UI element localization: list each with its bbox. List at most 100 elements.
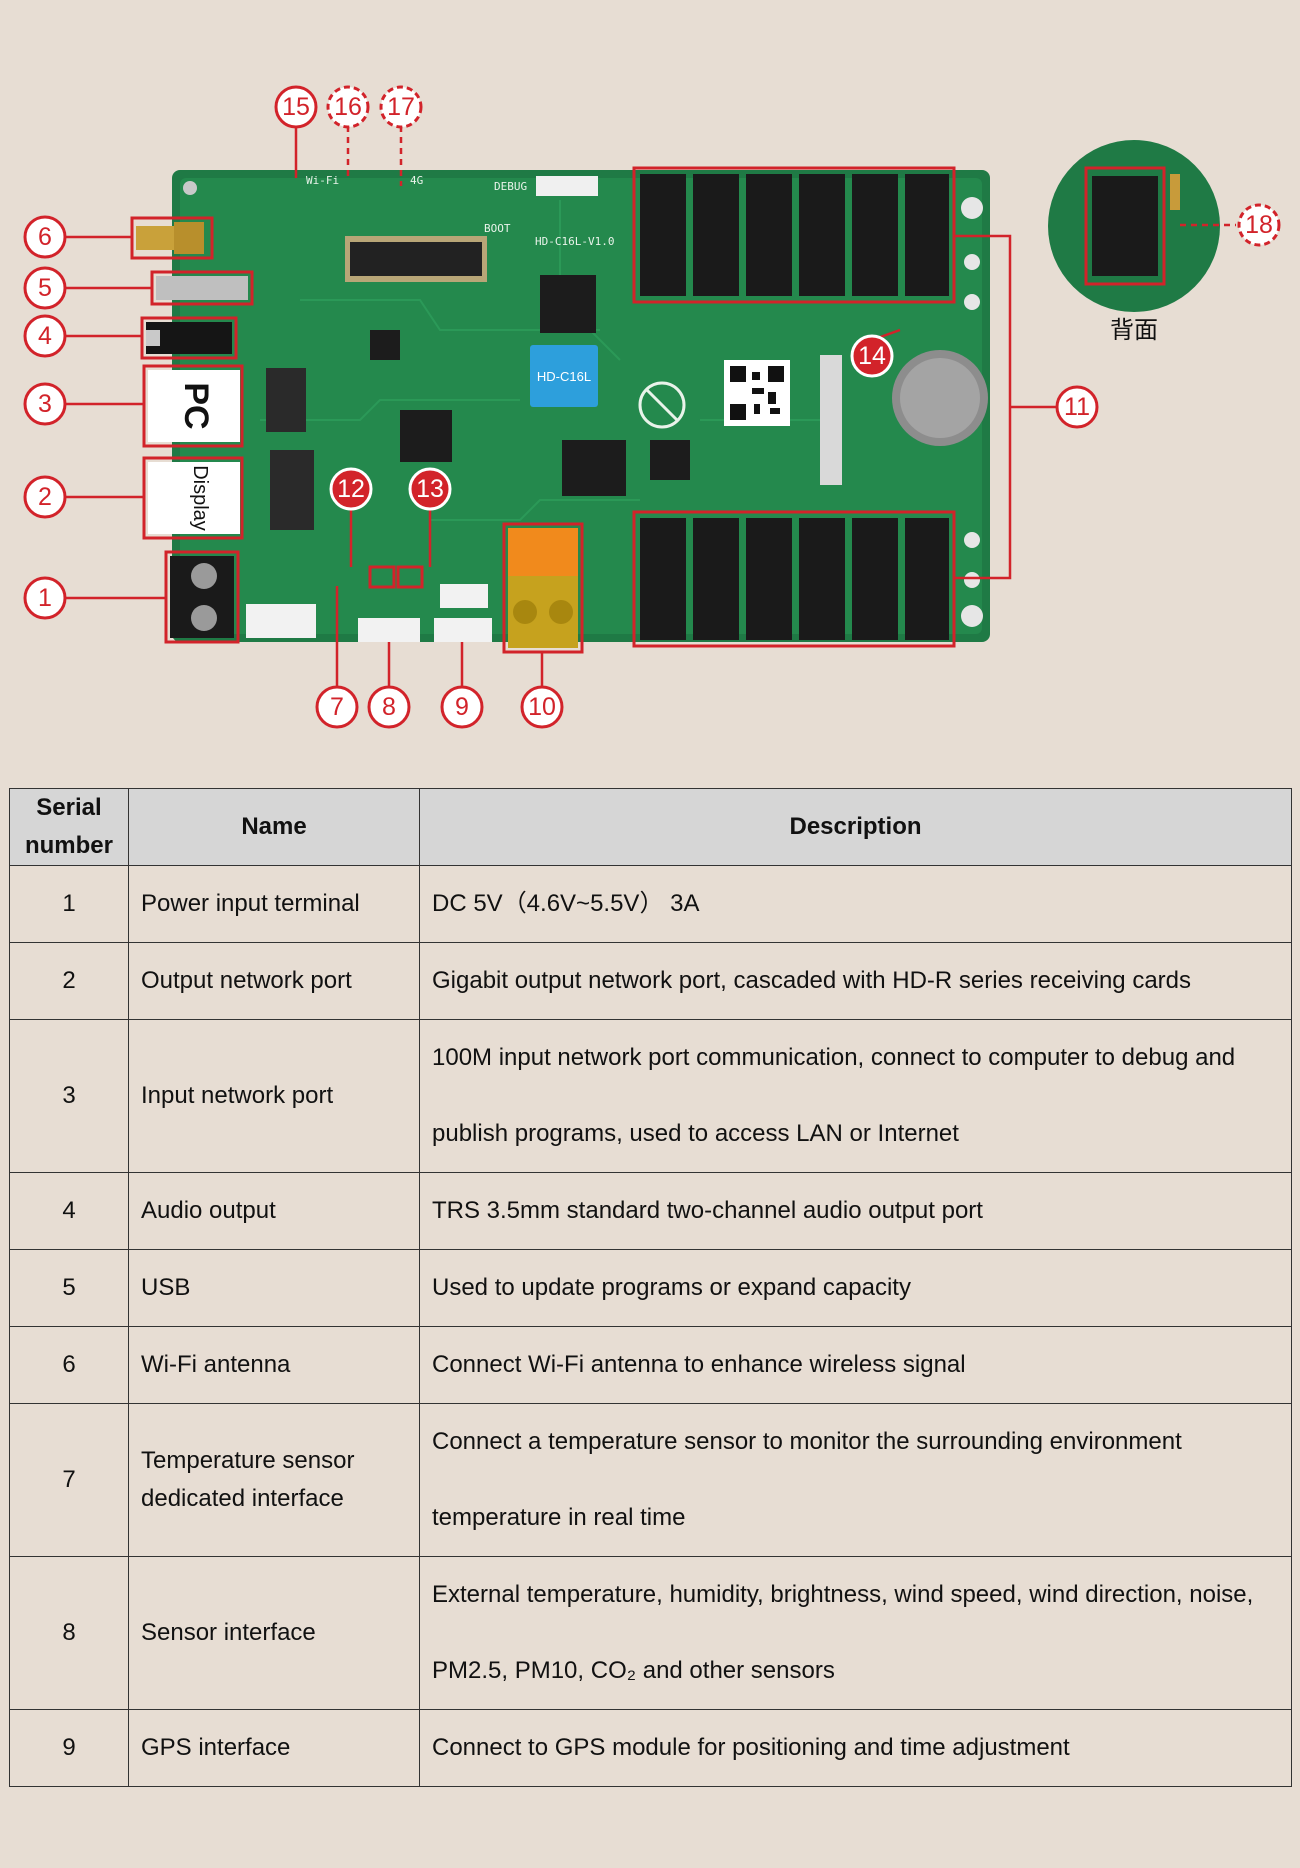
back-view-inset: 背面 <box>1048 140 1220 344</box>
svg-text:13: 13 <box>416 475 444 503</box>
cell-description: Connect to GPS module for positioning an… <box>419 1709 1292 1787</box>
callout-7: 7 <box>315 685 359 729</box>
board-diagram: HD-C16L HD-C16L-V1.0 Wi-Fi <box>23 85 1281 729</box>
cell-description: Connect a temperature sensor to monitor … <box>419 1403 1292 1557</box>
cell-serial: 2 <box>9 942 129 1020</box>
callout-8: 8 <box>367 685 411 729</box>
cell-description: 100M input network port communication, c… <box>419 1019 1292 1173</box>
svg-text:11: 11 <box>1064 393 1090 421</box>
relay-terminal <box>502 522 584 654</box>
svg-text:17: 17 <box>387 93 415 121</box>
svg-text:10: 10 <box>528 693 556 721</box>
svg-text:14: 14 <box>858 342 886 370</box>
table-row: 4 Audio output TRS 3.5mm standard two-ch… <box>9 1172 1292 1250</box>
display-port-label: Display <box>189 465 211 531</box>
table-row: 3 Input network port 100M input network … <box>9 1019 1292 1173</box>
display-port: Display <box>142 456 244 540</box>
table-row: 1 Power input terminal DC 5V（4.6V~5.5V） … <box>9 865 1292 943</box>
cell-serial: 6 <box>9 1326 129 1404</box>
wifi-antenna-connector <box>130 216 214 260</box>
power-terminal <box>164 550 316 644</box>
hub-headers-bottom <box>632 510 956 648</box>
leader-lines <box>65 126 1236 687</box>
callout-15: 15 <box>274 85 318 129</box>
silk-4g: 4G <box>410 174 423 187</box>
svg-text:7: 7 <box>330 693 344 721</box>
svg-text:2: 2 <box>38 483 52 511</box>
board-model-label: HD-C16L <box>537 369 591 384</box>
audio-port <box>140 316 238 360</box>
board-silk-label: HD-C16L-V1.0 <box>535 235 614 248</box>
callout-9: 9 <box>440 685 484 729</box>
callout-3: 3 <box>23 382 67 426</box>
callout-14: 14 <box>850 334 894 378</box>
gps-port <box>434 618 492 642</box>
callout-5: 5 <box>23 266 67 310</box>
callout-16: 16 <box>326 85 370 129</box>
table-row: 2 Output network port Gigabit output net… <box>9 942 1292 1020</box>
pc-port-label: PC <box>177 382 215 429</box>
pc-port: PC <box>142 364 244 448</box>
cell-serial: 9 <box>9 1709 129 1787</box>
silk-debug: DEBUG <box>494 180 527 193</box>
header-description: Description <box>419 788 1292 866</box>
cell-description: DC 5V（4.6V~5.5V） 3A <box>419 865 1292 943</box>
silk-boot: BOOT <box>484 222 511 235</box>
callout-10: 10 <box>520 685 564 729</box>
sensor-port-8 <box>358 618 420 642</box>
svg-text:5: 5 <box>38 274 52 302</box>
svg-text:1: 1 <box>38 584 52 612</box>
callout-6: 6 <box>23 215 67 259</box>
table-row: 5 USB Used to update programs or expand … <box>9 1249 1292 1327</box>
cell-serial: 3 <box>9 1019 129 1173</box>
table-row: 8 Sensor interface External temperature,… <box>9 1556 1292 1710</box>
svg-text:3: 3 <box>38 390 52 418</box>
header-name: Name <box>128 788 420 866</box>
cell-name: Output network port <box>128 942 420 1020</box>
cell-description: Gigabit output network port, cascaded wi… <box>419 942 1292 1020</box>
table-row: 9 GPS interface Connect to GPS module fo… <box>9 1709 1292 1787</box>
callout-11: 11 <box>1055 385 1099 429</box>
cell-name: USB <box>128 1249 420 1327</box>
cell-description: Connect Wi-Fi antenna to enhance wireles… <box>419 1326 1292 1404</box>
callout-12: 12 <box>329 467 373 511</box>
cell-name: Audio output <box>128 1172 420 1250</box>
svg-text:12: 12 <box>337 475 365 503</box>
svg-text:9: 9 <box>455 693 469 721</box>
cell-name: Power input terminal <box>128 865 420 943</box>
silk-wifi: Wi-Fi <box>306 174 339 187</box>
cell-name: Input network port <box>128 1019 420 1173</box>
back-view-label: 背面 <box>1110 316 1158 344</box>
cell-description: External temperature, humidity, brightne… <box>419 1556 1292 1710</box>
cell-serial: 7 <box>9 1403 129 1557</box>
cell-serial: 4 <box>9 1172 129 1250</box>
table-row: 6 Wi-Fi antenna Connect Wi-Fi antenna to… <box>9 1326 1292 1404</box>
cell-name: Temperature sensor dedicated interface <box>128 1403 420 1557</box>
callout-2: 2 <box>23 475 67 519</box>
cell-serial: 1 <box>9 865 129 943</box>
table-row: 7 Temperature sensor dedicated interface… <box>9 1403 1292 1557</box>
callout-1: 1 <box>23 576 67 620</box>
temp-sensor-port <box>368 565 424 589</box>
cell-description: TRS 3.5mm standard two-channel audio out… <box>419 1172 1292 1250</box>
cell-name: Sensor interface <box>128 1556 420 1710</box>
usb-port <box>150 270 254 306</box>
svg-text:16: 16 <box>334 93 362 121</box>
svg-text:15: 15 <box>282 93 310 121</box>
sensor-port-extra <box>440 584 488 608</box>
main-chip <box>530 345 598 407</box>
svg-text:18: 18 <box>1245 211 1273 239</box>
cell-serial: 5 <box>9 1249 129 1327</box>
hub-headers-top <box>632 166 956 304</box>
cell-serial: 8 <box>9 1556 129 1710</box>
svg-text:4: 4 <box>38 322 52 350</box>
callout-17: 17 <box>379 85 423 129</box>
cell-description: Used to update programs or expand capaci… <box>419 1249 1292 1327</box>
cell-name: GPS interface <box>128 1709 420 1787</box>
callout-13: 13 <box>408 467 452 511</box>
svg-text:6: 6 <box>38 223 52 251</box>
svg-text:8: 8 <box>382 693 396 721</box>
